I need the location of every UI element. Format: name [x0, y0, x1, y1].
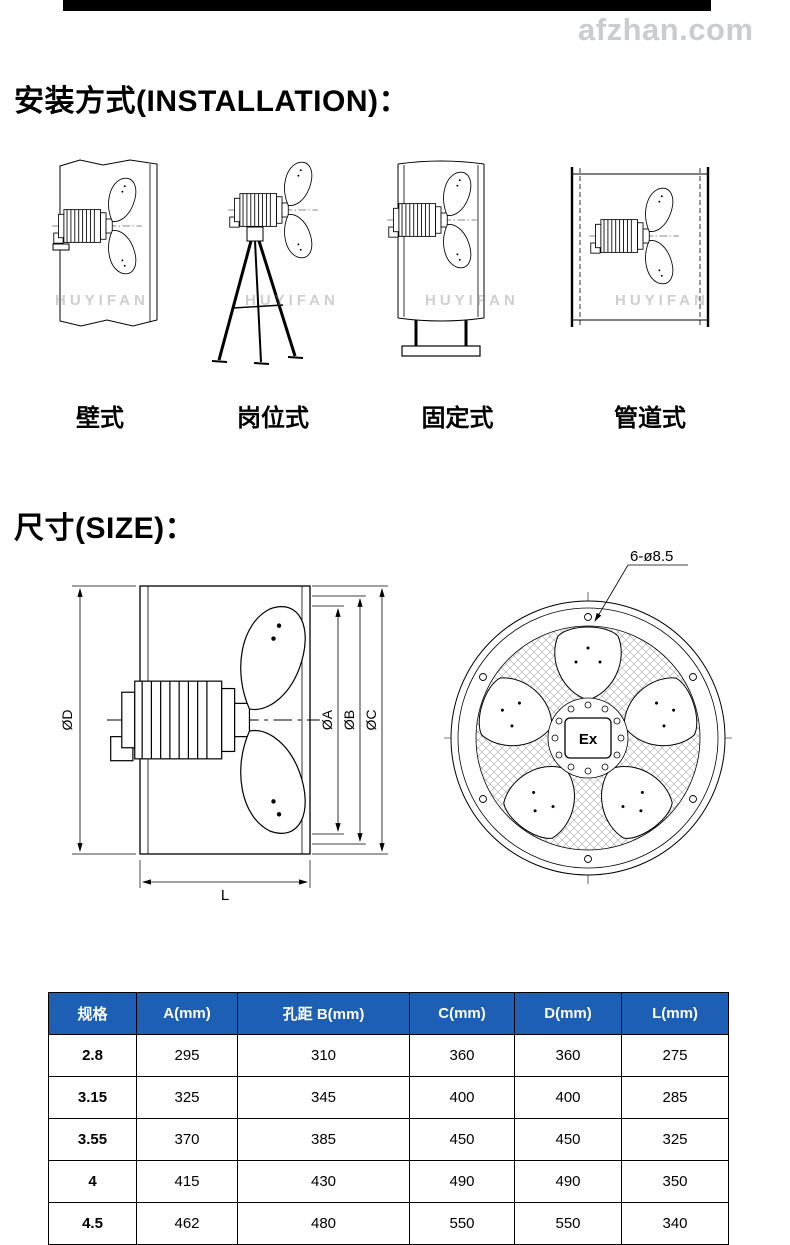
column-header: 孔距 B(mm) [237, 992, 410, 1035]
fan-front-view-drawing: Ex 6-ø8.5 [444, 548, 732, 884]
dim-label-a: ØA [319, 709, 335, 730]
tripod-stand [211, 226, 304, 365]
fan-front-body: Ex [444, 592, 732, 884]
value-cell: 325 [621, 1118, 729, 1161]
fan-unit-drawing [386, 171, 478, 269]
mount-bracket [52, 243, 70, 251]
value-cell: 450 [514, 1118, 622, 1161]
dim-label-b: ØB [341, 710, 357, 730]
brand-watermark: HUYIFAN [425, 292, 519, 309]
flange-holes [479, 613, 697, 863]
value-cell: 550 [514, 1202, 622, 1245]
base-bracket [401, 320, 481, 357]
value-cell: 370 [136, 1118, 238, 1161]
installation-label-fixed: 固定式 [421, 406, 494, 432]
column-header: 规格 [48, 992, 137, 1035]
installation-label-duct: 管道式 [614, 406, 686, 432]
value-cell: 285 [621, 1076, 729, 1119]
casing-cylinder [397, 160, 485, 322]
column-header: L(mm) [621, 992, 729, 1035]
spec-cell: 3.15 [48, 1076, 137, 1119]
hub: Ex [547, 697, 629, 779]
column-header: C(mm) [409, 992, 515, 1035]
installation-diagram-fixed [386, 160, 485, 357]
installation-diagram-wall [51, 159, 158, 327]
value-cell: 360 [514, 1034, 622, 1077]
value-cell: 275 [621, 1034, 729, 1077]
installation-heading: 安装方式(INSTALLATION)： [14, 85, 410, 118]
value-cell: 385 [237, 1118, 410, 1161]
value-cell: 295 [136, 1034, 238, 1077]
dim-label-l: L [221, 887, 229, 904]
brand-watermark: HUYIFAN [615, 292, 709, 309]
site-watermark: afzhan.com [578, 12, 754, 47]
value-cell: 430 [237, 1160, 410, 1203]
fan-side-view-drawing: ØD ØA ØB ØC L [59, 585, 388, 904]
installation-diagram-duct [570, 167, 710, 327]
spec-cell: 2.8 [48, 1034, 137, 1077]
value-cell: 400 [514, 1076, 622, 1119]
hole-annotation-text: 6-ø8.5 [630, 548, 673, 565]
spec-cell: 4.5 [48, 1202, 137, 1245]
size-heading: 尺寸(SIZE)： [14, 512, 196, 545]
value-cell: 400 [409, 1076, 515, 1119]
fan-unit-drawing [227, 161, 319, 259]
value-cell: 450 [409, 1118, 515, 1161]
dim-label-d: ØD [59, 710, 75, 731]
brand-watermark: HUYIFAN [55, 292, 149, 309]
dim-label-c: ØC [363, 710, 379, 731]
value-cell: 415 [136, 1160, 238, 1203]
installation-label-wall: 壁式 [76, 406, 124, 432]
value-cell: 550 [409, 1202, 515, 1245]
value-cell: 345 [237, 1076, 410, 1119]
column-header: D(mm) [514, 992, 622, 1035]
hole-annotation: 6-ø8.5 [594, 548, 688, 622]
value-cell: 490 [514, 1160, 622, 1203]
value-cell: 350 [621, 1160, 729, 1203]
value-cell: 325 [136, 1076, 238, 1119]
value-cell: 480 [237, 1202, 410, 1245]
ex-marking-label: Ex [579, 731, 598, 748]
value-cell: 310 [237, 1034, 410, 1077]
value-cell: 490 [409, 1160, 515, 1203]
dimension-lines [72, 585, 388, 888]
installation-diagram-stand [211, 161, 319, 365]
spec-cell: 4 [48, 1160, 137, 1203]
installation-label-stand: 岗位式 [237, 406, 309, 432]
column-header: A(mm) [136, 992, 238, 1035]
brand-watermark: HUYIFAN [245, 292, 339, 309]
spec-cell: 3.55 [48, 1118, 137, 1161]
value-cell: 340 [621, 1202, 729, 1245]
top-rule-bar [63, 0, 711, 11]
value-cell: 360 [409, 1034, 515, 1077]
value-cell: 462 [136, 1202, 238, 1245]
